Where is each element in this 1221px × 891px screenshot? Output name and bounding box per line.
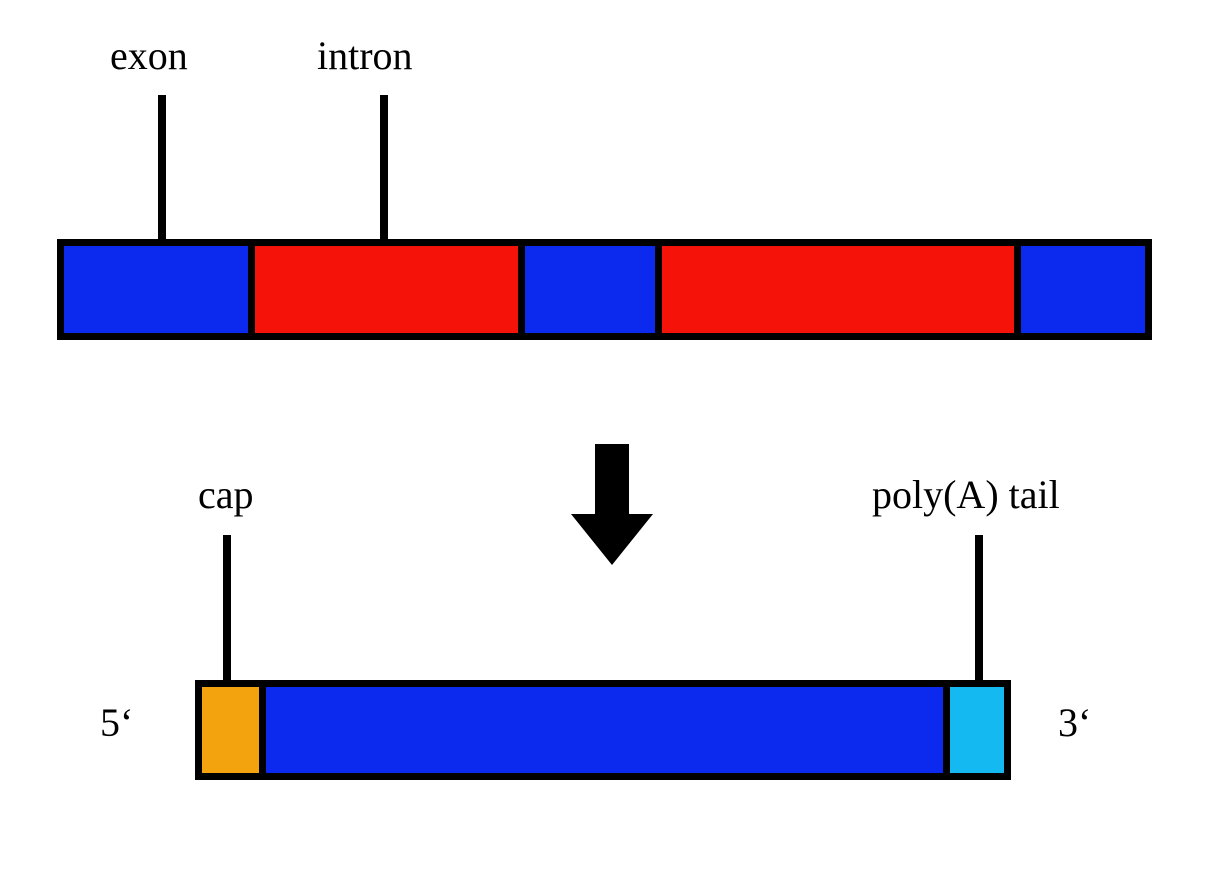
pre-mrna-bar xyxy=(57,239,1152,340)
intron-leader-line xyxy=(380,95,388,243)
three-prime-label: 3‘ xyxy=(1058,700,1092,745)
pre-mrna-segment-intron-1 xyxy=(247,246,519,333)
pre-mrna-segment-intron-2 xyxy=(655,246,1015,333)
mrna-segment-coding xyxy=(258,687,944,773)
mature-mrna-bar xyxy=(195,680,1011,780)
cap-leader-line xyxy=(223,535,231,685)
pre-mrna-segment-exon-2 xyxy=(518,246,656,333)
pre-mrna-segment-exon-3 xyxy=(1014,246,1145,333)
cap-label: cap xyxy=(198,472,254,517)
exon-leader-line xyxy=(158,95,166,243)
mrna-segment-polya-tail xyxy=(943,687,1004,773)
mrna-segment-cap xyxy=(202,687,259,773)
polya-tail-label: poly(A) tail xyxy=(872,472,1060,517)
process-arrow-down-icon xyxy=(571,444,653,565)
pre-mrna-segment-exon-1 xyxy=(64,246,248,333)
intron-label: intron xyxy=(317,33,413,78)
five-prime-label: 5‘ xyxy=(100,700,134,745)
exon-label: exon xyxy=(110,33,188,78)
polya-tail-leader-line xyxy=(975,535,983,685)
